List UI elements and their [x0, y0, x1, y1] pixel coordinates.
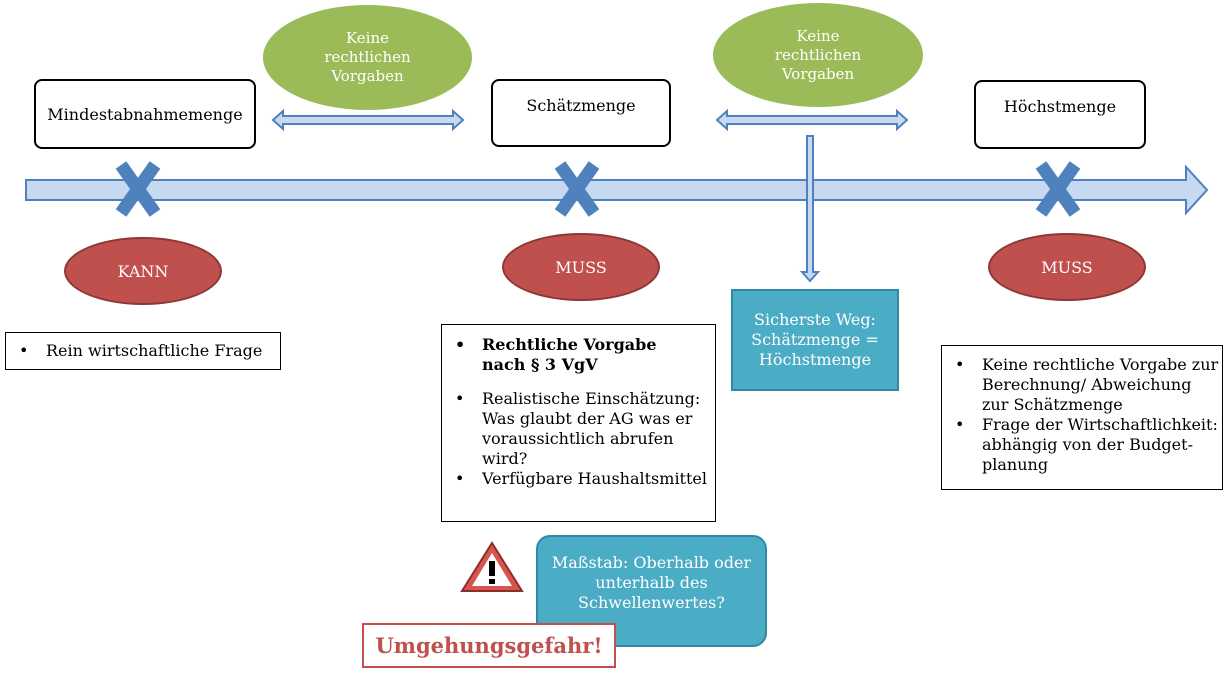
ellipse-left-line-3: Vorgaben — [331, 67, 404, 85]
ellipse-left-line-1: Keine — [345, 29, 389, 47]
muss-middle-label: MUSS — [555, 257, 607, 277]
ellipse-muss-middle: MUSS — [502, 233, 660, 301]
item1-line-2: Was glaubt der AG was er — [482, 409, 693, 428]
box-mindest-label: Mindestabnahmemenge — [47, 104, 243, 124]
ellipse-keine-vorgaben-right: Keine rechtlichen Vorgaben — [713, 3, 923, 107]
item1-line-1: Realistische Einschätzung: — [482, 389, 701, 408]
info-middle-item-2: Verfügbare Haushaltsmittel — [442, 469, 715, 489]
info-box-left: Rein wirtschaftliche Frage — [5, 332, 281, 370]
bold-item-line-2: nach § 3 VgV — [482, 355, 598, 374]
right-item2-line-1: Frage der Wirtschaftlichkeit: — [982, 415, 1218, 434]
box-massstab: Maßstab: Oberhalb oder unterhalb des Sch… — [536, 535, 767, 647]
info-box-right: Keine rechtliche Vorgabe zur Berechnung/… — [941, 345, 1223, 490]
item1-line-3: voraussichtlich abrufen — [482, 429, 674, 448]
info-middle-bold-item: Rechtliche Vorgabe nach § 3 VgV — [442, 335, 715, 375]
ellipse-muss-right: MUSS — [988, 233, 1146, 301]
warning-label-box: Umgehungsgefahr! — [362, 623, 616, 668]
info-left-item: Rein wirtschaftliche Frage — [6, 341, 280, 361]
info-left-list: Rein wirtschaftliche Frage — [6, 341, 280, 361]
right-item1-line-2: Berechnung/ Abweichung — [982, 375, 1192, 394]
info-right-item-1: Keine rechtliche Vorgabe zur Berechnung/… — [942, 355, 1222, 415]
info-middle-item-1: Realistische Einschätzung: Was glaubt de… — [442, 389, 715, 469]
double-arrow-right — [715, 108, 909, 132]
info-right-item-2: Frage der Wirtschaftlichkeit: abhängig v… — [942, 415, 1222, 475]
info-right-list: Keine rechtliche Vorgabe zur Berechnung/… — [942, 355, 1222, 475]
item1-line-4: wird? — [482, 449, 528, 468]
ellipse-right-line-2: rechtlichen — [774, 45, 862, 64]
ellipse-right-line-1: Keine — [796, 26, 840, 45]
info-box-middle: Rechtliche Vorgabe nach § 3 VgV Realisti… — [441, 324, 716, 522]
right-item1-line-1: Keine rechtliche Vorgabe zur — [982, 355, 1219, 374]
box-hoechst-label: Höchstmenge — [1003, 97, 1117, 116]
warning-icon — [460, 541, 524, 592]
safest-line-3: Höchstmenge — [758, 350, 872, 369]
massstab-line-2: unterhalb des — [595, 573, 708, 592]
massstab-line-3: Schwellenwertes? — [578, 593, 725, 612]
kann-label: KANN — [117, 261, 169, 281]
warning-label: Umgehungsgefahr! — [375, 633, 603, 658]
box-hoechstmenge: Höchstmenge — [974, 80, 1146, 149]
box-schaetzmenge: Schätzmenge — [491, 79, 671, 147]
cross-mark-hoechst — [1035, 161, 1081, 217]
safest-line-1: Sicherste Weg: — [754, 310, 876, 329]
right-item2-line-3: planung — [982, 455, 1049, 474]
muss-right-label: MUSS — [1041, 257, 1093, 277]
bold-item-line-1: Rechtliche Vorgabe — [482, 335, 657, 354]
safest-line-2: Schätzmenge = — [751, 330, 879, 349]
box-schaetz-label: Schätzmenge — [526, 96, 636, 115]
cross-mark-schaetz — [554, 161, 600, 217]
ellipse-right-line-3: Vorgaben — [781, 64, 855, 83]
right-item2-line-2: abhängig von der Budget- — [982, 435, 1193, 454]
box-mindestabnahmemenge: Mindestabnahmemenge — [34, 79, 256, 149]
double-arrow-left — [271, 108, 465, 132]
ellipse-left-line-2: rechtlichen — [324, 48, 411, 66]
timeline-arrow — [25, 164, 1209, 216]
right-item1-line-3: zur Schätzmenge — [982, 395, 1123, 414]
massstab-line-1: Maßstab: Oberhalb oder — [551, 553, 752, 572]
info-middle-list: Rechtliche Vorgabe nach § 3 VgV Realisti… — [442, 335, 715, 489]
down-arrow — [799, 135, 821, 283]
item2-line-1: Verfügbare Haushaltsmittel — [482, 469, 707, 488]
box-sicherste-weg: Sicherste Weg: Schätzmenge = Höchstmenge — [731, 289, 899, 391]
ellipse-keine-vorgaben-left: Keine rechtlichen Vorgaben — [263, 5, 472, 110]
ellipse-kann: KANN — [64, 237, 222, 305]
cross-mark-mindest — [115, 161, 161, 217]
